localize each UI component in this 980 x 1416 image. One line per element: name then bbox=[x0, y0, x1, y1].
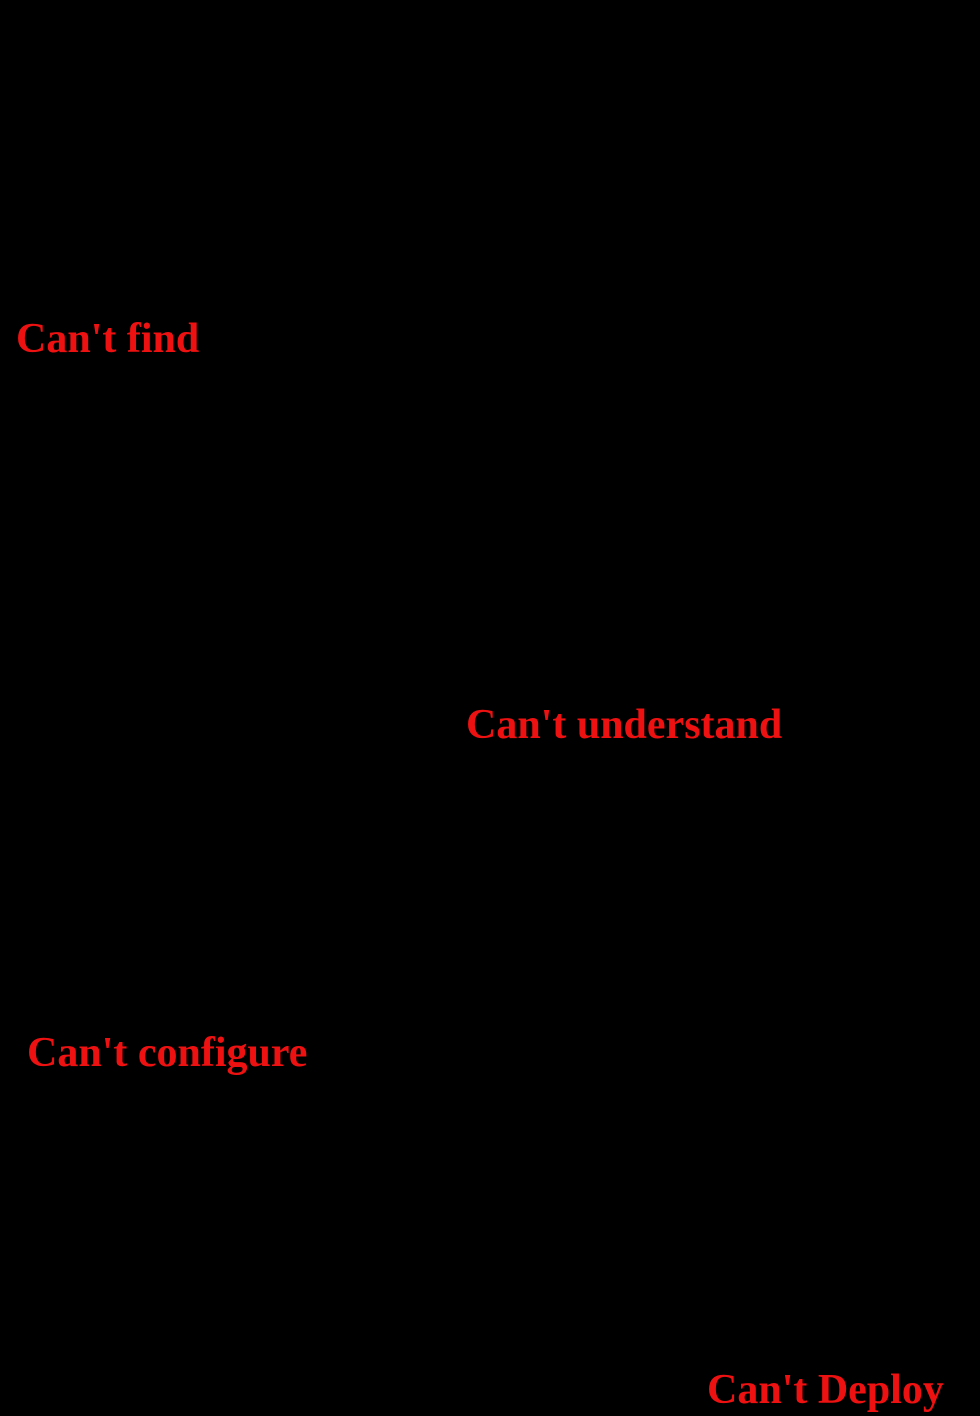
cant-deploy-label: Can't Deploy bbox=[707, 1367, 944, 1413]
cant-configure-label: Can't configure bbox=[27, 1030, 308, 1076]
cant-find-label: Can't find bbox=[16, 316, 200, 362]
cant-understand-label: Can't understand bbox=[466, 702, 783, 748]
